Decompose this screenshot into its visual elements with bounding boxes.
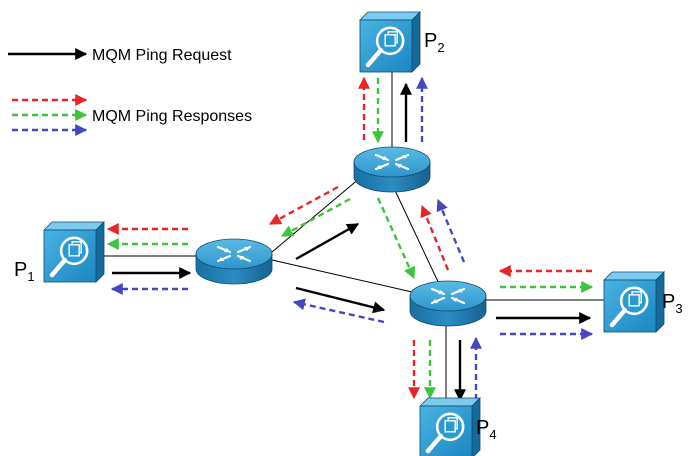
probes bbox=[43, 11, 665, 456]
link-r1-r3 bbox=[271, 259, 413, 293]
router-r2 bbox=[353, 146, 431, 193]
magnifier-icon bbox=[425, 412, 465, 454]
routers bbox=[195, 146, 487, 327]
magnifier-icon bbox=[609, 286, 649, 328]
link-r1-r2 bbox=[271, 177, 361, 253]
probe-label-p4: P4 bbox=[476, 417, 497, 442]
router-icon bbox=[216, 245, 252, 263]
magnifier-icon bbox=[49, 236, 89, 278]
arrow-r3-r1-blue bbox=[292, 298, 385, 324]
ping-arrows bbox=[106, 76, 594, 402]
arrow-r2-r3-green bbox=[376, 197, 416, 280]
network-links bbox=[96, 66, 604, 410]
arrow-r2-r1-green bbox=[280, 197, 351, 238]
probe-p3 bbox=[603, 271, 665, 333]
arrow-r3-r2-blue bbox=[436, 198, 466, 263]
link-r2-r3 bbox=[391, 183, 441, 287]
router-icon bbox=[430, 287, 466, 305]
probe-p2 bbox=[359, 11, 421, 73]
router-r3 bbox=[409, 280, 487, 327]
legend: MQM Ping Request MQM Ping Responses bbox=[8, 47, 252, 136]
router-icon bbox=[374, 153, 410, 171]
probe-label-p3: P3 bbox=[662, 291, 683, 316]
arrow-r3-r2-red bbox=[420, 204, 450, 271]
router-r1 bbox=[195, 238, 273, 285]
probe-label-p1: P1 bbox=[14, 259, 35, 284]
magnifier-icon bbox=[365, 26, 405, 68]
arrow-r1-r2-request bbox=[295, 222, 360, 261]
legend-request-label: MQM Ping Request bbox=[92, 47, 232, 64]
legend-responses-label: MQM Ping Responses bbox=[92, 108, 252, 125]
arrow-r2-r1-red bbox=[268, 185, 339, 226]
probe-p1 bbox=[43, 221, 105, 283]
arrow-r1-r3-request bbox=[295, 286, 386, 314]
probe-p4 bbox=[419, 397, 481, 456]
probe-label-p2: P2 bbox=[424, 30, 445, 55]
